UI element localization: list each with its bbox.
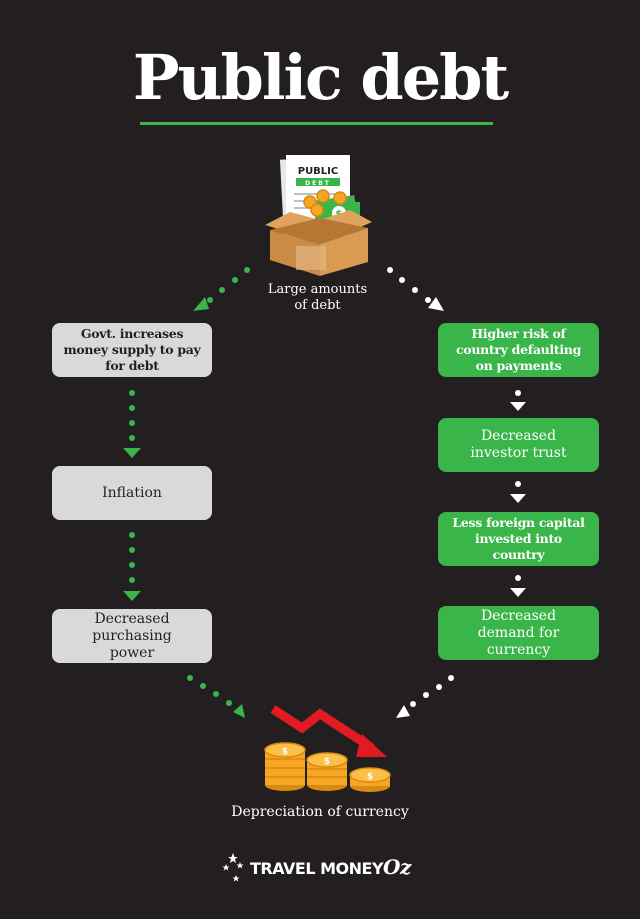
brand-logo: TRAVEL MONEYOz [250, 855, 411, 879]
left-step-1-label: Govt. increases money supply to pay for … [63, 326, 201, 373]
left-step-3: Decreased purchasing power [52, 609, 212, 663]
dots-right-2 [510, 481, 526, 503]
dots-right-to-bottom [396, 675, 454, 718]
dots-top-to-right [387, 267, 444, 311]
right-step-1-label: Higher risk of country defaulting on pay… [455, 326, 582, 373]
right-step-2-label: Decreased investor trust [470, 428, 567, 461]
left-step-1: Govt. increases money supply to pay for … [52, 323, 212, 377]
brand-name: TRAVEL MONEY [250, 859, 384, 878]
right-step-1: Higher risk of country defaulting on pay… [438, 323, 599, 377]
document-word-public: PUBLIC [298, 166, 339, 177]
cardboard-box-icon [265, 210, 372, 276]
coin-symbol-1: $ [282, 747, 288, 757]
dots-right-3 [510, 575, 526, 597]
left-step-3-label: Decreased purchasing power [92, 610, 172, 661]
right-step-2: Decreased investor trust [438, 418, 599, 472]
brand-suffix: Oz [383, 855, 411, 879]
declining-arrow-icon [270, 705, 387, 757]
left-step-2: Inflation [52, 466, 212, 520]
dots-right-1 [510, 390, 526, 411]
dots-left-2 [123, 532, 141, 601]
right-step-3: Less foreign capital invested into count… [438, 512, 599, 566]
top-coins-icon [303, 189, 347, 217]
dots-left-1 [123, 390, 141, 458]
bottom-node-label: Depreciation of currency [231, 804, 409, 820]
dots-top-to-left [193, 267, 250, 311]
document-word-debt: DEBT [305, 180, 331, 187]
right-step-4-label: Decreased demand for currency [477, 607, 560, 658]
coin-symbol-3: $ [367, 772, 373, 782]
right-step-3-label: Less foreign capital invested into count… [452, 515, 585, 562]
top-node-label: Large amounts of debt [267, 282, 368, 313]
left-step-2-label: Inflation [102, 484, 162, 501]
right-step-4: Decreased demand for currency [438, 606, 599, 660]
coin-symbol-2: $ [324, 757, 330, 767]
page-title: Public debt [132, 41, 509, 114]
title-underline [140, 122, 493, 125]
brand-stars-icon [222, 853, 244, 882]
coin-stacks-icon: $ $ $ [264, 742, 391, 792]
dots-left-to-bottom [187, 675, 245, 718]
